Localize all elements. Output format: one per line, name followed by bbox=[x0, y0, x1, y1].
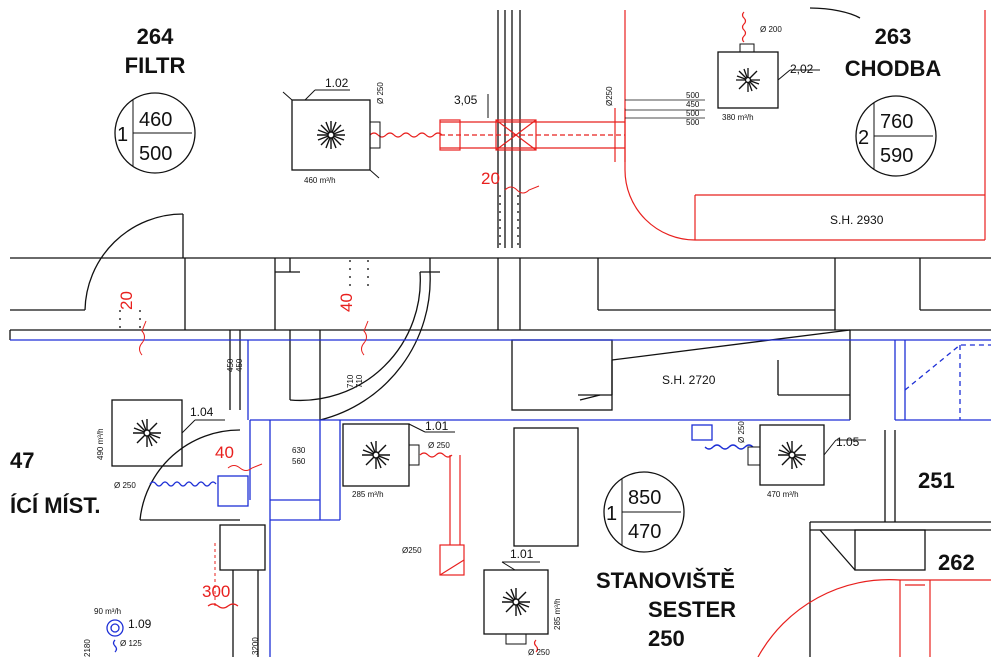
diffuser-duct: Ø 125 bbox=[120, 639, 142, 648]
dimension-3-05: 3,05 bbox=[454, 93, 478, 107]
ratio-prefix: 1 bbox=[117, 124, 128, 146]
room-262-number: 262 bbox=[938, 550, 975, 575]
diffuser-duct: Ø 250 bbox=[376, 82, 385, 104]
diffuser-label: 1.09 bbox=[128, 617, 152, 631]
dimension-710a: 710 bbox=[346, 374, 355, 388]
ratio-top: 850 bbox=[628, 487, 661, 509]
diffuser-label: 2,02 bbox=[790, 62, 814, 76]
room-250-name-line1: STANOVIŠTĚ bbox=[596, 568, 735, 593]
dimension-500a: 500 bbox=[686, 91, 700, 100]
diffuser-label: 1.01 bbox=[425, 419, 449, 433]
room-250-name-line2: SESTER bbox=[648, 597, 736, 622]
diffuser-duct: Ø 250 bbox=[114, 481, 136, 490]
ratio-prefix: 1 bbox=[606, 503, 617, 525]
diffuser-flow: 285 m³/h bbox=[352, 490, 384, 499]
dimension-450b: 450 bbox=[235, 358, 244, 372]
diffuser-1-01-a bbox=[342, 423, 455, 487]
diffuser-1-05 bbox=[747, 424, 866, 486]
dimension-500c: 500 bbox=[686, 118, 700, 127]
diffuser-flow: 490 m³/h bbox=[96, 428, 105, 460]
ratio-top: 760 bbox=[880, 111, 913, 133]
ratio-prefix: 2 bbox=[858, 127, 869, 149]
room-263-number: 263 bbox=[875, 24, 912, 49]
diffuser-label: 1.05 bbox=[836, 435, 860, 449]
dimension-630: 630 bbox=[292, 446, 306, 455]
room-251-number: 251 bbox=[918, 468, 955, 493]
flow-label: 20 bbox=[481, 169, 500, 188]
walls bbox=[9, 7, 991, 657]
dimension-710b: 710 bbox=[355, 374, 364, 388]
room-264-name: FILTR bbox=[125, 53, 186, 78]
dimension-3200: 3200 bbox=[251, 637, 260, 655]
dimension-500b: 500 bbox=[686, 109, 700, 118]
ceiling-height-263: S.H. 2930 bbox=[830, 213, 884, 227]
diffuser-flow: 470 m³/h bbox=[767, 490, 799, 499]
flow-label: 40 bbox=[337, 293, 356, 312]
diffuser-label: 1.01 bbox=[510, 547, 534, 561]
diffuser-1-02 bbox=[282, 89, 381, 179]
room-250-number: 250 bbox=[648, 626, 685, 651]
room-263-ratio: 2 760 590 bbox=[855, 95, 937, 177]
ceiling-height-250: S.H. 2720 bbox=[662, 373, 716, 387]
flow-label: 300 bbox=[202, 582, 230, 601]
room-264-number: 264 bbox=[137, 24, 174, 49]
red-ducts bbox=[207, 10, 991, 657]
diffuser-1-01-b bbox=[483, 561, 549, 645]
ratio-bottom: 590 bbox=[880, 145, 913, 167]
dimension-450a: 450 bbox=[226, 358, 235, 372]
diffuser-1-04 bbox=[111, 399, 225, 467]
dimension-2180: 2180 bbox=[83, 639, 92, 657]
ratio-top: 460 bbox=[139, 109, 172, 131]
diffuser-duct: Ø 200 bbox=[760, 25, 782, 34]
room-264-ratio: 1 460 500 bbox=[114, 92, 196, 174]
diffuser-flow: 380 m³/h bbox=[722, 113, 754, 122]
dimension-d250: Ø250 bbox=[605, 86, 614, 106]
room-250-ratio: 1 850 470 bbox=[603, 471, 685, 553]
diffuser-label: 1.02 bbox=[325, 76, 349, 90]
ratio-bottom: 500 bbox=[139, 143, 172, 165]
dimension-450: 450 bbox=[686, 100, 700, 109]
diffuser-flow: 460 m³/h bbox=[304, 176, 336, 185]
room-263-name: CHODBA bbox=[845, 56, 942, 81]
diffuser-duct: Ø 250 bbox=[528, 648, 550, 657]
diffuser-duct: Ø 250 bbox=[737, 421, 746, 443]
diffuser-2-02 bbox=[717, 43, 820, 109]
diffuser-label: 1.04 bbox=[190, 405, 214, 419]
dimension-560: 560 bbox=[292, 457, 306, 466]
diffuser-flow: 90 m³/h bbox=[94, 607, 121, 616]
blue-ducts bbox=[10, 339, 991, 657]
ratio-bottom: 470 bbox=[628, 521, 661, 543]
diffuser-duct: Ø 250 bbox=[428, 441, 450, 450]
room-47-name: ÍCÍ MÍST. bbox=[10, 493, 100, 518]
dimension-d250-side: Ø250 bbox=[402, 546, 422, 555]
flow-label: 40 bbox=[215, 443, 234, 462]
room-47-number: 47 bbox=[10, 448, 34, 473]
flow-label: 20 bbox=[117, 291, 136, 310]
diffuser-flow: 285 m³/h bbox=[553, 598, 562, 630]
